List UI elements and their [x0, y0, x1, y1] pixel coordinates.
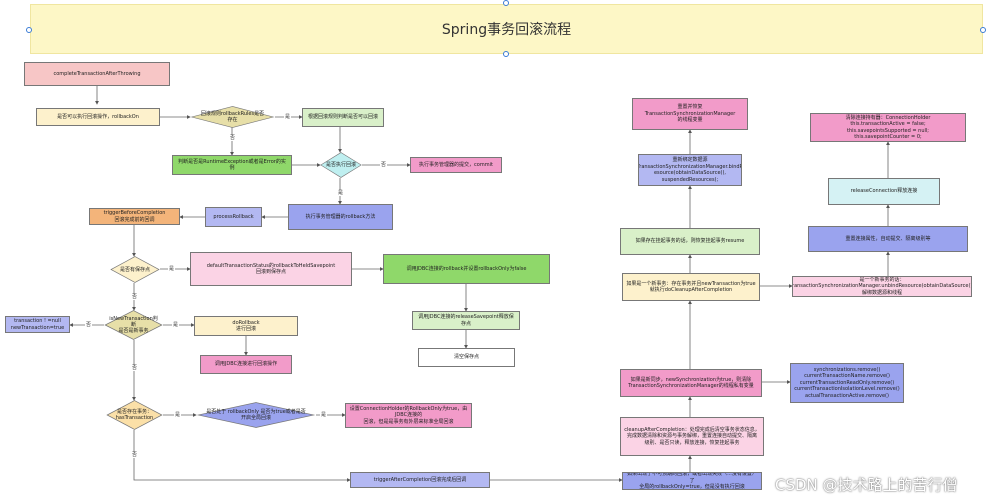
- node-resume[interactable]: 如果存在挂起事务的话，则恢复挂起事务resume: [620, 228, 760, 255]
- node-restore-connection[interactable]: 重置连接属性，自动提交、隔离级别等: [808, 226, 968, 252]
- resize-handle-top[interactable]: [503, 0, 509, 6]
- node-clear-savepoint[interactable]: 清空保存点: [418, 348, 515, 367]
- decision-partial-rollback[interactable]: 是否处于 rollbackOnly 是否为true或者是否 开启全局回滚: [196, 402, 316, 428]
- node-unbind-resource[interactable]: 是一个新事务的话： TransactionSynchronizationMana…: [792, 276, 972, 297]
- resize-handle-bottom[interactable]: [503, 51, 509, 57]
- node-can-rollback[interactable]: 是否可以执行回滚操作，rollbackOn: [36, 108, 160, 126]
- node-complete-transaction[interactable]: completeTransactionAfterThrowing: [24, 62, 170, 86]
- decision-has-transaction[interactable]: 是否存在事务： hasTransaction: [106, 400, 163, 430]
- node-runtime-check[interactable]: 判断是否是RuntimeException或者是Error的实例: [172, 155, 292, 175]
- edge-label-no: 否: [85, 322, 93, 328]
- title-bar: Spring事务回滚流程: [30, 4, 983, 54]
- node-tx-not-null[interactable]: transaction ! =null newTransaction=true: [5, 316, 70, 333]
- edge-label-yes: 是: [174, 412, 182, 418]
- edge-label-no: 否: [229, 135, 237, 141]
- node-jdbc-rollback[interactable]: 调用JDBC连接进行回滚操作: [200, 355, 292, 374]
- node-trigger-after[interactable]: triggerAfterCompletion回滚完成后回调: [350, 472, 490, 488]
- decision-rollback-rules[interactable]: 回滚规则rollbackRules是否存在: [190, 106, 275, 128]
- node-set-rollback-only[interactable]: 设置ConnectionHolder的RollbackOnly为true，由JD…: [345, 403, 472, 428]
- node-cleanup-after[interactable]: cleanupAfterCompletion：处理完成后清空事务状态信息， 完成…: [620, 417, 764, 456]
- node-reset-thread-vars[interactable]: 重置并恢复 TransactionSynchronizationManager …: [632, 98, 748, 130]
- resize-handle-left[interactable]: [26, 27, 32, 33]
- node-rollback-method[interactable]: 执行事务管理器的rollback方法: [288, 204, 393, 230]
- node-process-rollback[interactable]: processRollback: [205, 207, 262, 227]
- node-trigger-before[interactable]: triggerBeforeCompletion 回滚完成前的回调: [89, 208, 180, 225]
- watermark: CSDN @技术路上的苦行僧: [775, 476, 958, 494]
- edge-label-yes: 是: [320, 412, 328, 418]
- node-do-rollback[interactable]: doRollback 进行回滚: [194, 316, 298, 336]
- edge-label-no: 否: [131, 452, 139, 458]
- edge-label-yes: 是: [172, 322, 180, 328]
- decision-execute-rollback[interactable]: 是否执行回滚: [320, 152, 362, 178]
- decision-is-new-transaction[interactable]: isNewTransaction判断 是否是新事务: [104, 310, 163, 340]
- edge-label-yes: 是: [168, 266, 176, 272]
- edge-label-no: 否: [380, 162, 388, 168]
- resize-handle-right[interactable]: [980, 27, 986, 33]
- edge-label-no: 否: [131, 365, 139, 371]
- node-rebind[interactable]: 重新绑定数据源 TransactionSynchronizationManage…: [638, 154, 742, 186]
- node-release-connection[interactable]: releaseConnection释放连接: [828, 178, 940, 205]
- page-title: Spring事务回滚流程: [441, 22, 572, 38]
- node-new-sync[interactable]: 如果是新同步，newSynchronization为true，则清除 Trans…: [620, 369, 762, 397]
- node-synchronizations[interactable]: synchronizations.remove() currentTransac…: [790, 363, 904, 403]
- node-default-savepoint[interactable]: defaultTransactionStatus的rollbackToHeldS…: [190, 252, 352, 286]
- node-jdbc-release[interactable]: 调用JDBC连接的releaseSavepoint释放保存点: [412, 311, 520, 330]
- node-is-new-tx[interactable]: 如果是一个新事务：存在事务并且newTransaction为true 就执行do…: [622, 273, 760, 301]
- node-jdbc-rollback-only[interactable]: 调用JDBC连接的rollback并设置rollbackOnly为false: [383, 254, 550, 284]
- node-commit[interactable]: 执行事务管理器的提交，commit: [410, 157, 502, 173]
- node-by-rules[interactable]: 根据回滚规则判断是否可以回滚: [302, 108, 384, 127]
- node-unexpected-rollback[interactable]: 如果出现了不可预期的回滚，或者出现失败（...没有设置）了 全局的rollbac…: [622, 472, 762, 490]
- decision-has-savepoint[interactable]: 是否有保存点: [110, 256, 160, 283]
- edge-label-yes: 是: [284, 114, 292, 120]
- edge-label-yes: 是: [337, 190, 345, 196]
- edge-exists-trigger-after: [133, 430, 351, 482]
- edge-label-no: 否: [131, 294, 139, 300]
- node-clear-connection-holder[interactable]: 清除连接持有器：ConnectionHolder this.transactio…: [810, 113, 966, 142]
